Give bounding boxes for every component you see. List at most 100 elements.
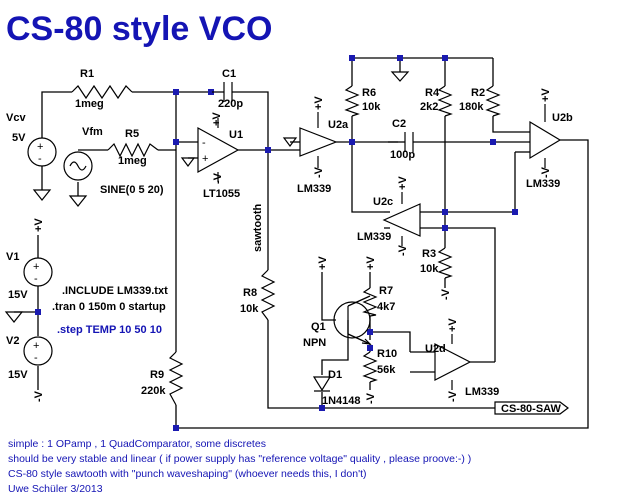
C1-ref: C1 <box>222 68 236 80</box>
resistor-R7 <box>362 287 378 317</box>
U1-ref: U1 <box>229 129 243 141</box>
resistor-R3 <box>437 247 453 279</box>
R5-ref: R5 <box>125 128 139 140</box>
V2-ref: V2 <box>6 335 19 347</box>
supply-labels: +V -V +V -V +V -V +V -V +V -V +V -V +V +… <box>33 88 552 404</box>
R6-ref: R6 <box>362 87 376 99</box>
Vcv-ref: Vcv <box>6 112 26 124</box>
V2-minus-v: -V <box>33 390 45 402</box>
U2b-plus-v: +V <box>540 88 552 102</box>
note-line-1: simple : 1 OPamp , 1 QuadComparator, som… <box>8 438 266 450</box>
V1-value: 15V <box>8 289 28 301</box>
R7-value: 4k7 <box>377 301 395 313</box>
R7-plus-v: +V <box>365 256 377 270</box>
note-line-4: Uwe Schüler 3/2013 <box>8 483 103 495</box>
U1-minus-sign: - <box>202 137 206 149</box>
R3-minus-v: -V <box>440 288 452 300</box>
directive-step: .step TEMP 10 50 10 <box>57 324 162 336</box>
V1-ref: V1 <box>6 251 19 263</box>
R7-ref: R7 <box>379 285 393 297</box>
U2c-minus-v: -V <box>397 244 409 256</box>
junction-dot <box>349 139 355 145</box>
ground-symbol <box>4 311 24 323</box>
transistor-Q1 <box>333 301 371 339</box>
diode-D1 <box>312 376 332 392</box>
svg-text:+: + <box>33 340 39 352</box>
resistor-R4 <box>437 85 453 117</box>
emitter-arrow <box>361 338 372 345</box>
V2-value: 15V <box>8 369 28 381</box>
C2-value: 100p <box>390 149 415 161</box>
U2b-value: LM339 <box>526 178 560 190</box>
U2a-value: LM339 <box>297 183 331 195</box>
U2d-ref: U2d <box>425 343 446 355</box>
junction-dot <box>512 209 518 215</box>
source-V2 <box>23 336 53 366</box>
R4-value: 2k2 <box>420 101 438 113</box>
junction-dot <box>442 55 448 61</box>
Vfm-ref: Vfm <box>82 126 103 138</box>
note-line-3: CS-80 style sawtooth with "punch wavesha… <box>8 468 366 480</box>
semiconductors <box>312 301 372 392</box>
U1-value: LT1055 <box>203 188 240 200</box>
svg-text:+: + <box>33 261 39 273</box>
U2a-minus-v: -V <box>313 166 325 178</box>
comparator-U2d <box>434 343 472 381</box>
Q1-ref: Q1 <box>311 321 326 333</box>
junction-dot <box>349 55 355 61</box>
R10-ref: R10 <box>377 348 397 360</box>
resistor-R6 <box>344 85 360 117</box>
ground-symbol <box>68 195 88 207</box>
opamps: - + <box>197 104 562 390</box>
Vfm-value: SINE(0 5 20) <box>100 184 164 196</box>
Vcv-value: 5V <box>12 132 26 144</box>
junction-dot <box>319 405 325 411</box>
resistor-R9 <box>168 351 184 406</box>
net-sawtooth-label: sawtooth <box>252 203 264 252</box>
source-Vfm <box>63 151 93 181</box>
capacitor-C2 <box>404 132 414 152</box>
V1-plus-v: +V <box>33 218 45 232</box>
R3-value: 10k <box>420 263 439 275</box>
U2c-plus-v: +V <box>397 176 409 190</box>
R2-value: 180k <box>459 101 484 113</box>
svg-text:-: - <box>34 273 38 285</box>
C1-value: 220p <box>218 98 243 110</box>
R1-value: 1meg <box>75 98 104 110</box>
opamp-U1 <box>197 126 240 174</box>
source-Vcv <box>27 137 57 167</box>
resistor-R10 <box>362 351 378 383</box>
ground-symbol <box>180 157 196 167</box>
component-labels: R1 1meg C1 220p R5 1meg Vfm SINE(0 5 20)… <box>6 68 573 407</box>
C2-ref: C2 <box>392 118 406 130</box>
R5-value: 1meg <box>118 155 147 167</box>
U2d-value: LM339 <box>465 386 499 398</box>
U2b-ref: U2b <box>552 112 573 124</box>
junction-dot <box>367 345 373 351</box>
U2d-plus-v: +V <box>447 318 459 332</box>
ground-symbols <box>4 71 410 323</box>
spice-directives: .INCLUDE LM339.txt .tran 0 150m 0 startu… <box>52 285 168 336</box>
R8-ref: R8 <box>243 287 257 299</box>
ground-symbol <box>390 71 410 82</box>
R2-ref: R2 <box>471 87 485 99</box>
resistor-R2 <box>485 85 501 117</box>
U1-plus-sign: + <box>202 153 208 165</box>
junction-dot <box>208 89 214 95</box>
resistor-R8 <box>260 269 276 321</box>
D1-ref: D1 <box>328 369 342 381</box>
U2a-plus-v: +V <box>313 96 325 110</box>
junction-dot <box>490 139 496 145</box>
comparator-U2c <box>382 203 421 237</box>
resistor-R5 <box>107 142 159 158</box>
capacitors <box>212 82 414 152</box>
R9-value: 220k <box>141 385 166 397</box>
Q1-plus-v: +V <box>317 256 329 270</box>
resistor-R1 <box>71 84 133 100</box>
output-port-shape <box>494 401 569 415</box>
svg-text:-: - <box>38 153 42 165</box>
R10-value: 56k <box>377 364 396 376</box>
comparator-U2a <box>299 127 338 157</box>
